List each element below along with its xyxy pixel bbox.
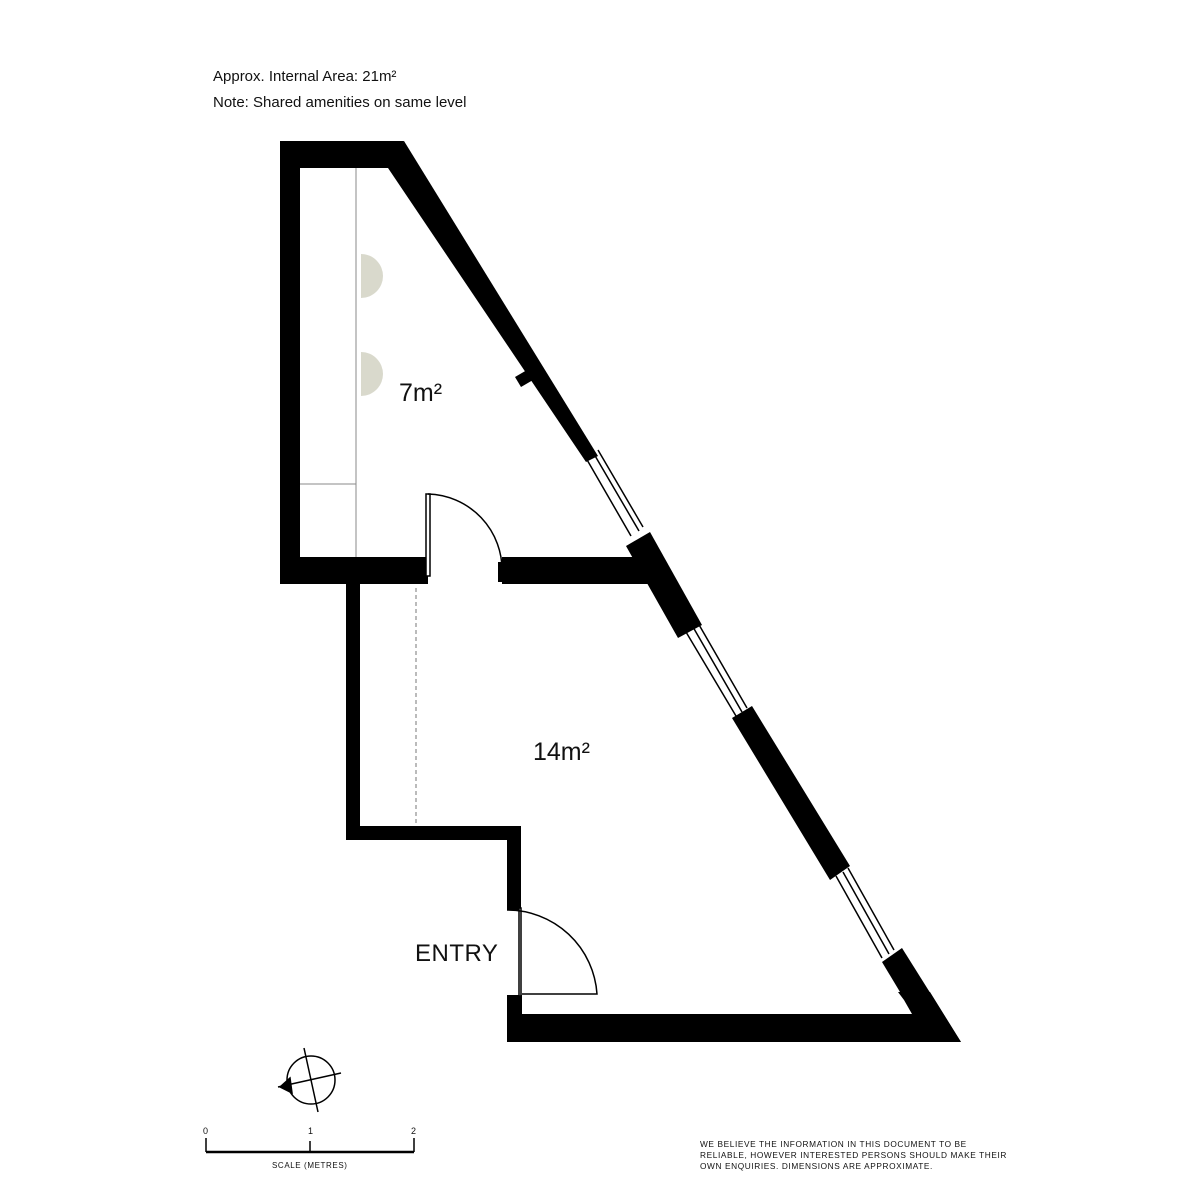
scale-bar: [205, 1138, 415, 1154]
lower-room-area-label: 14m²: [533, 738, 590, 766]
upper-room-walls: [280, 141, 598, 584]
shelving: [300, 168, 357, 557]
divider-wall-left-stub: [420, 557, 428, 584]
lower-left-wall: [346, 584, 521, 910]
interior-door: [425, 493, 503, 577]
window-upper: [585, 449, 644, 537]
wall-hook-top: [361, 254, 383, 298]
middle-walls: [420, 557, 652, 584]
disclaimer-text: WE BELIEVE THE INFORMATION IN THIS DOCUM…: [700, 1139, 1008, 1171]
scale-tick-0: 0: [203, 1126, 209, 1136]
window-middle: [685, 622, 748, 717]
internal-area-text: Approx. Internal Area: 21m²: [213, 68, 397, 85]
window-lower: [835, 867, 895, 959]
scale-title: SCALE (METRES): [272, 1161, 348, 1170]
entry-label: ENTRY: [415, 940, 499, 967]
windows: [585, 449, 895, 959]
entry-door-leaf: [518, 907, 522, 997]
door-jamb-stub: [498, 562, 504, 582]
upper-diagonal-wall: [388, 141, 598, 462]
entry-door: [506, 907, 598, 997]
plan-header: Approx. Internal Area: 21m² Note: Shared…: [213, 64, 466, 116]
lower-right-diagonal-wall-2: [732, 706, 850, 880]
upper-left-wall: [280, 141, 420, 584]
note-text: Note: Shared amenities on same level: [213, 94, 467, 111]
scale-tick-2: 2: [411, 1126, 417, 1136]
lower-right-diagonal-wall-1: [626, 532, 702, 638]
north-compass-icon: [277, 1047, 342, 1113]
entry-door-swing: [506, 909, 598, 995]
divider-wall-right: [502, 557, 652, 584]
lower-bottom-wall: [507, 992, 961, 1042]
scale-tick-1: 1: [308, 1126, 314, 1136]
lower-right-diagonal-wall-3: [882, 948, 961, 1042]
wall-hook-bottom: [361, 352, 383, 396]
interior-door-swing: [427, 493, 503, 573]
lower-room-walls: [346, 532, 961, 1042]
interior-door-leaf: [425, 493, 431, 577]
diagonal-wall-jog: [515, 370, 533, 387]
upper-room-area-label: 7m²: [399, 379, 443, 407]
